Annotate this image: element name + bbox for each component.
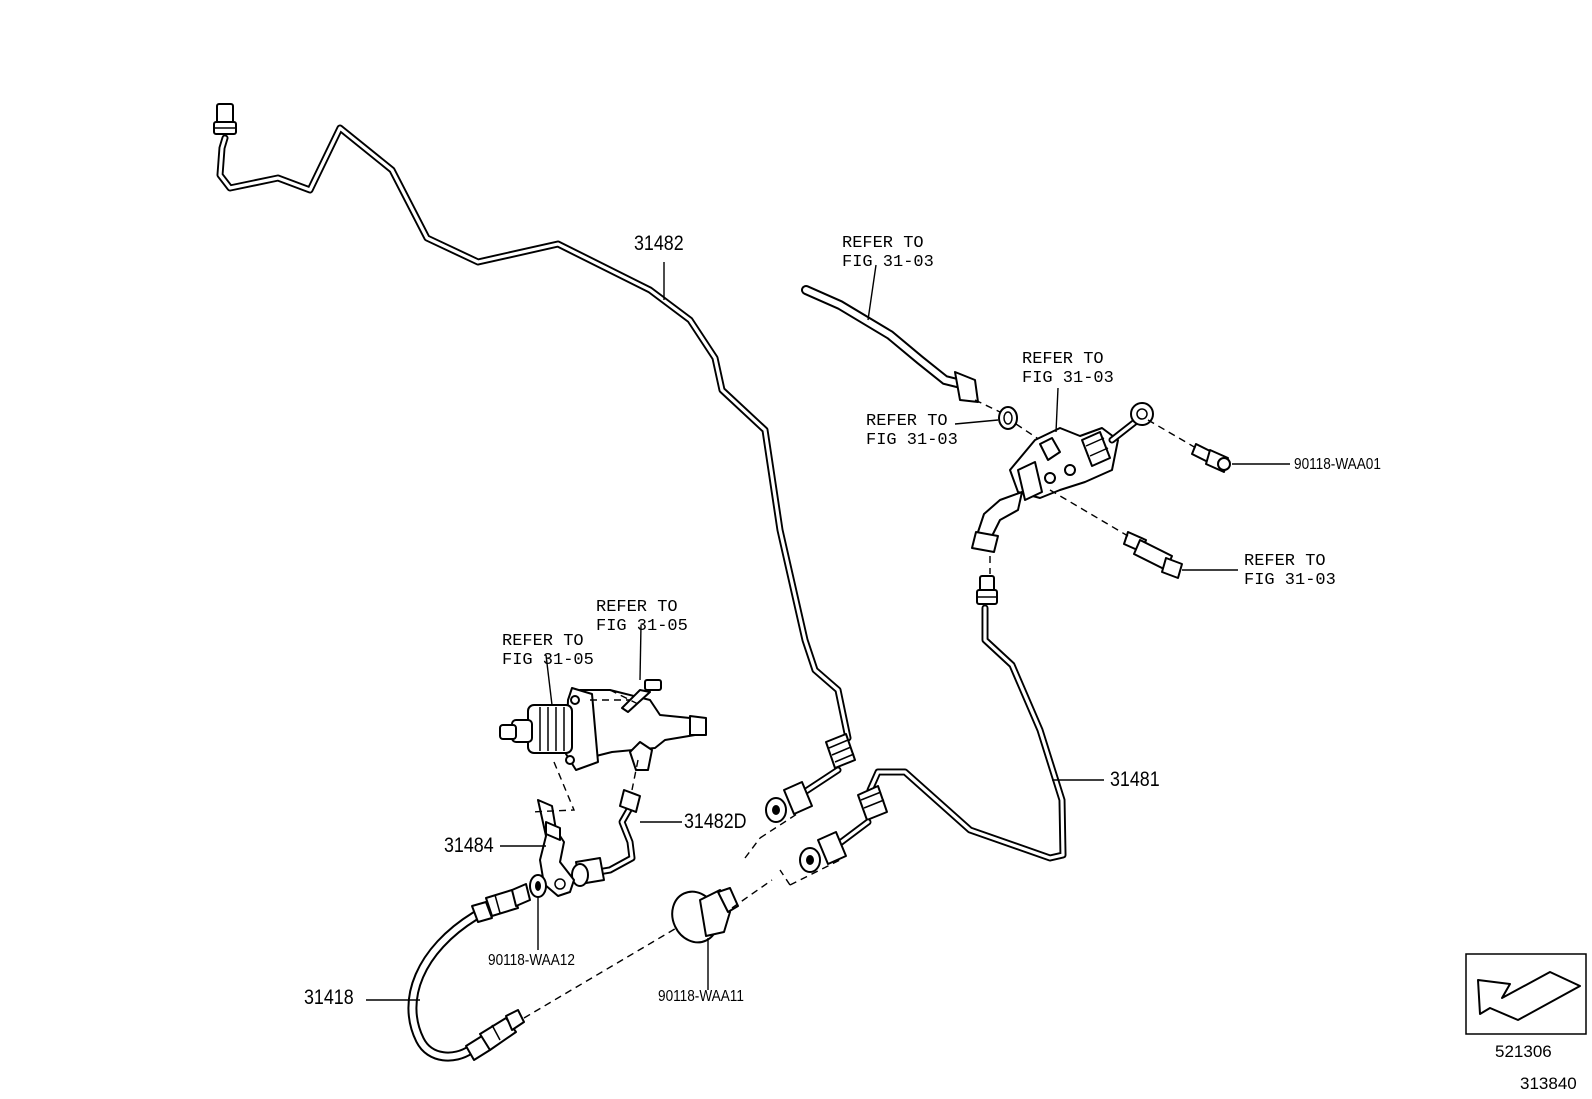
leader-ref-6 bbox=[545, 654, 553, 706]
pipe-end-fitting-31482d bbox=[571, 789, 641, 887]
clutch-pipe-31481[interactable] bbox=[866, 604, 1067, 862]
hose-end-fitting-bottom bbox=[465, 1009, 525, 1061]
mounting-bolt bbox=[621, 679, 662, 713]
pipe-connector-31481-end bbox=[799, 785, 888, 873]
dash-bracket bbox=[529, 761, 576, 813]
part-number-90118-waa12: 90118-WAA12 bbox=[488, 952, 575, 969]
clevis-pin bbox=[1191, 443, 1231, 473]
dash-grommet-connector bbox=[731, 879, 773, 909]
part-number-31481: 31481 bbox=[1110, 768, 1160, 791]
refer-note-bolt: REFER TO FIG 31-05 bbox=[596, 598, 688, 636]
clutch-pipe-31482d[interactable] bbox=[594, 804, 636, 876]
dash-bolt bbox=[590, 689, 641, 706]
clutch-hose-31418[interactable] bbox=[407, 911, 480, 1062]
grommet-waa11 bbox=[671, 887, 739, 944]
refer-note-master-cylinder: REFER TO FIG 31-03 bbox=[1022, 350, 1114, 388]
pipe-end-fitting-top bbox=[213, 103, 237, 135]
bracket-31484 bbox=[537, 799, 575, 897]
direction-arrow-icon bbox=[1465, 953, 1587, 1035]
clutch-switch bbox=[1123, 531, 1183, 579]
leader-ref-3 bbox=[1055, 387, 1059, 433]
part-number-31418: 31418 bbox=[304, 986, 354, 1009]
dash-31482d bbox=[631, 759, 639, 791]
reservoir-hose bbox=[801, 285, 979, 403]
refer-note-release-cylinder: REFER TO FIG 31-05 bbox=[502, 632, 594, 670]
figure-code: 313840 bbox=[1520, 1074, 1577, 1093]
part-number-90118-waa01: 90118-WAA01 bbox=[1294, 456, 1381, 473]
clutch-master-cylinder bbox=[971, 402, 1154, 553]
pipe-end-fitting-31481-top bbox=[976, 575, 998, 605]
refer-note-switch: REFER TO FIG 31-03 bbox=[1244, 552, 1336, 590]
refer-note-hose: REFER TO FIG 31-03 bbox=[842, 234, 934, 272]
dash-ring-cylinder bbox=[1015, 423, 1041, 441]
connector-dash-lines bbox=[744, 811, 841, 886]
leader-ref-2 bbox=[954, 419, 999, 425]
leader-ref-5 bbox=[639, 624, 642, 681]
clutch-release-cylinder bbox=[499, 687, 707, 771]
dash-hose-ring bbox=[974, 399, 1001, 413]
o-ring bbox=[998, 406, 1018, 430]
refer-note-o-ring: REFER TO FIG 31-03 bbox=[866, 412, 958, 450]
pipe-connector-31482-end bbox=[765, 733, 856, 823]
icon-code: 521306 bbox=[1495, 1042, 1552, 1061]
part-number-90118-waa11: 90118-WAA11 bbox=[658, 988, 744, 1005]
hose-end-fitting-top bbox=[471, 883, 531, 923]
part-number-31482: 31482 bbox=[634, 232, 684, 255]
clutch-pipe-31482[interactable] bbox=[216, 124, 852, 742]
dash-pin bbox=[1147, 419, 1197, 449]
part-number-31482d: 31482D bbox=[684, 810, 747, 833]
part-number-31484: 31484 bbox=[444, 834, 494, 857]
washer-waa12 bbox=[529, 874, 547, 898]
dash-switch bbox=[1049, 489, 1129, 537]
dash-hose-grommet bbox=[523, 919, 691, 1019]
leader-ref-1 bbox=[867, 264, 877, 321]
